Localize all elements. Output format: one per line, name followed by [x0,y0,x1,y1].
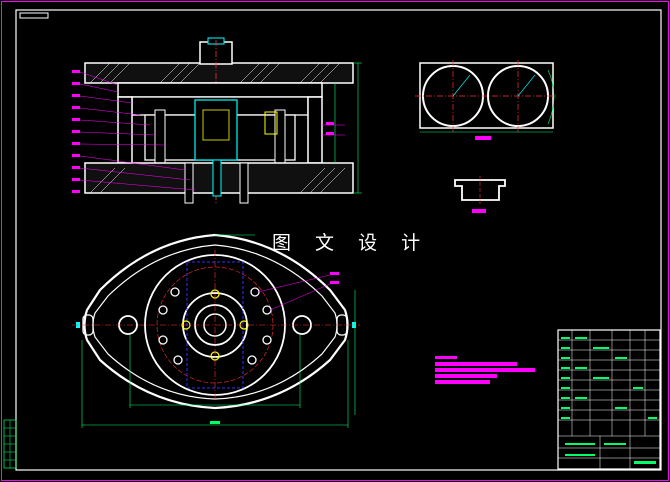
title-block [557,329,661,470]
binding-strip [3,419,17,469]
sheet-inner-border [15,9,662,471]
technical-notes [435,356,535,384]
part-section-view [454,176,506,213]
watermark-text: 图 文 设 计 [272,232,430,254]
corner-tag [19,12,49,19]
cavity-layout-view [415,60,558,140]
mold-section-view [72,37,362,205]
mold-plan-view [72,233,360,428]
part-callouts [79,71,196,191]
